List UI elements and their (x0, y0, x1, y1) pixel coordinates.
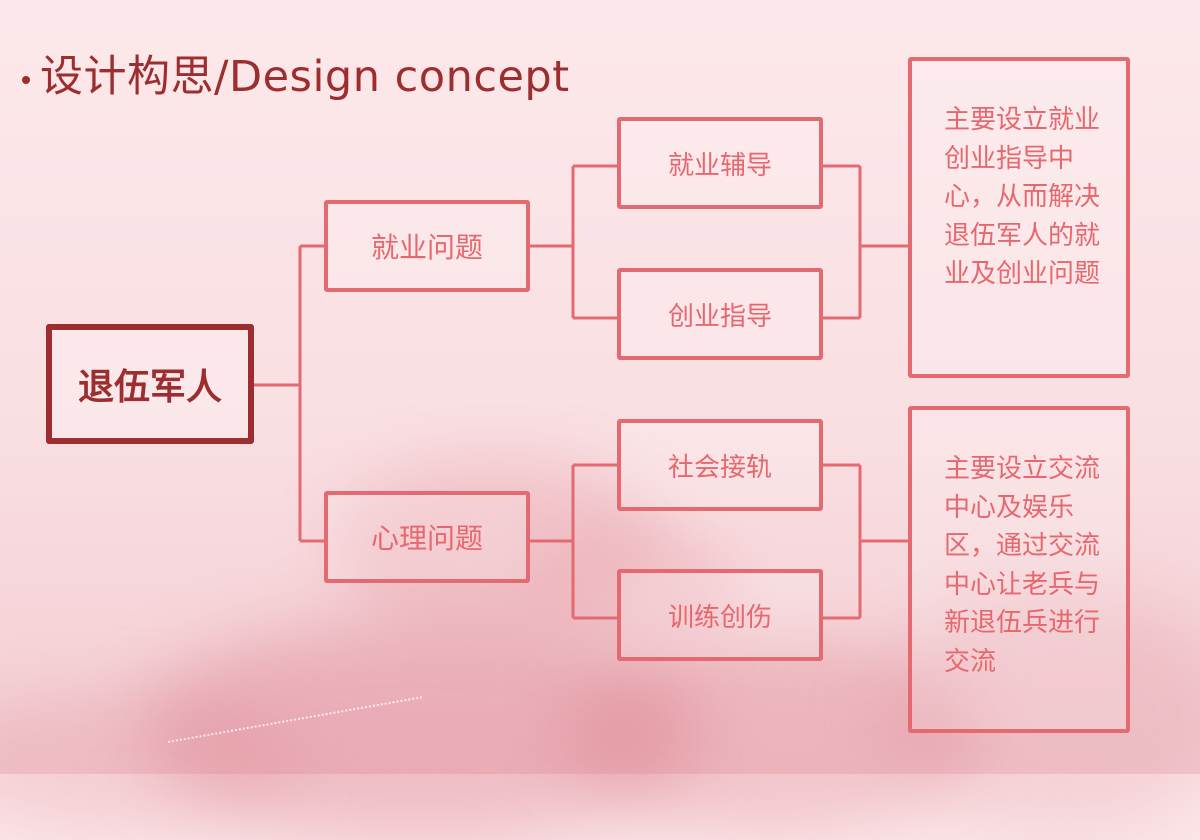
page-title: 设计构思/Design concept (22, 52, 570, 102)
psychology-issue-node: 心理问题 (324, 491, 530, 583)
training-trauma-node: 训练创伤 (617, 569, 823, 661)
bullet-dot-icon (22, 75, 30, 84)
startup-guidance-node: 创业指导 (617, 268, 823, 360)
contrail-decoration (167, 696, 423, 743)
page-title-text: 设计构思/Design concept (40, 52, 570, 102)
social-integration-node: 社会接轨 (617, 419, 823, 511)
employment-description-box: 主要设立就业创业指导中心，从而解决退伍军人的就业及创业问题 (908, 57, 1130, 378)
psychology-description-box: 主要设立交流中心及娱乐区，通过交流中心让老兵与新退伍兵进行交流 (908, 406, 1130, 733)
employment-issue-node: 就业问题 (324, 200, 530, 292)
root-node: 退伍军人 (46, 324, 254, 444)
employment-guidance-node: 就业辅导 (617, 117, 823, 209)
cloud-decoration (0, 690, 300, 830)
